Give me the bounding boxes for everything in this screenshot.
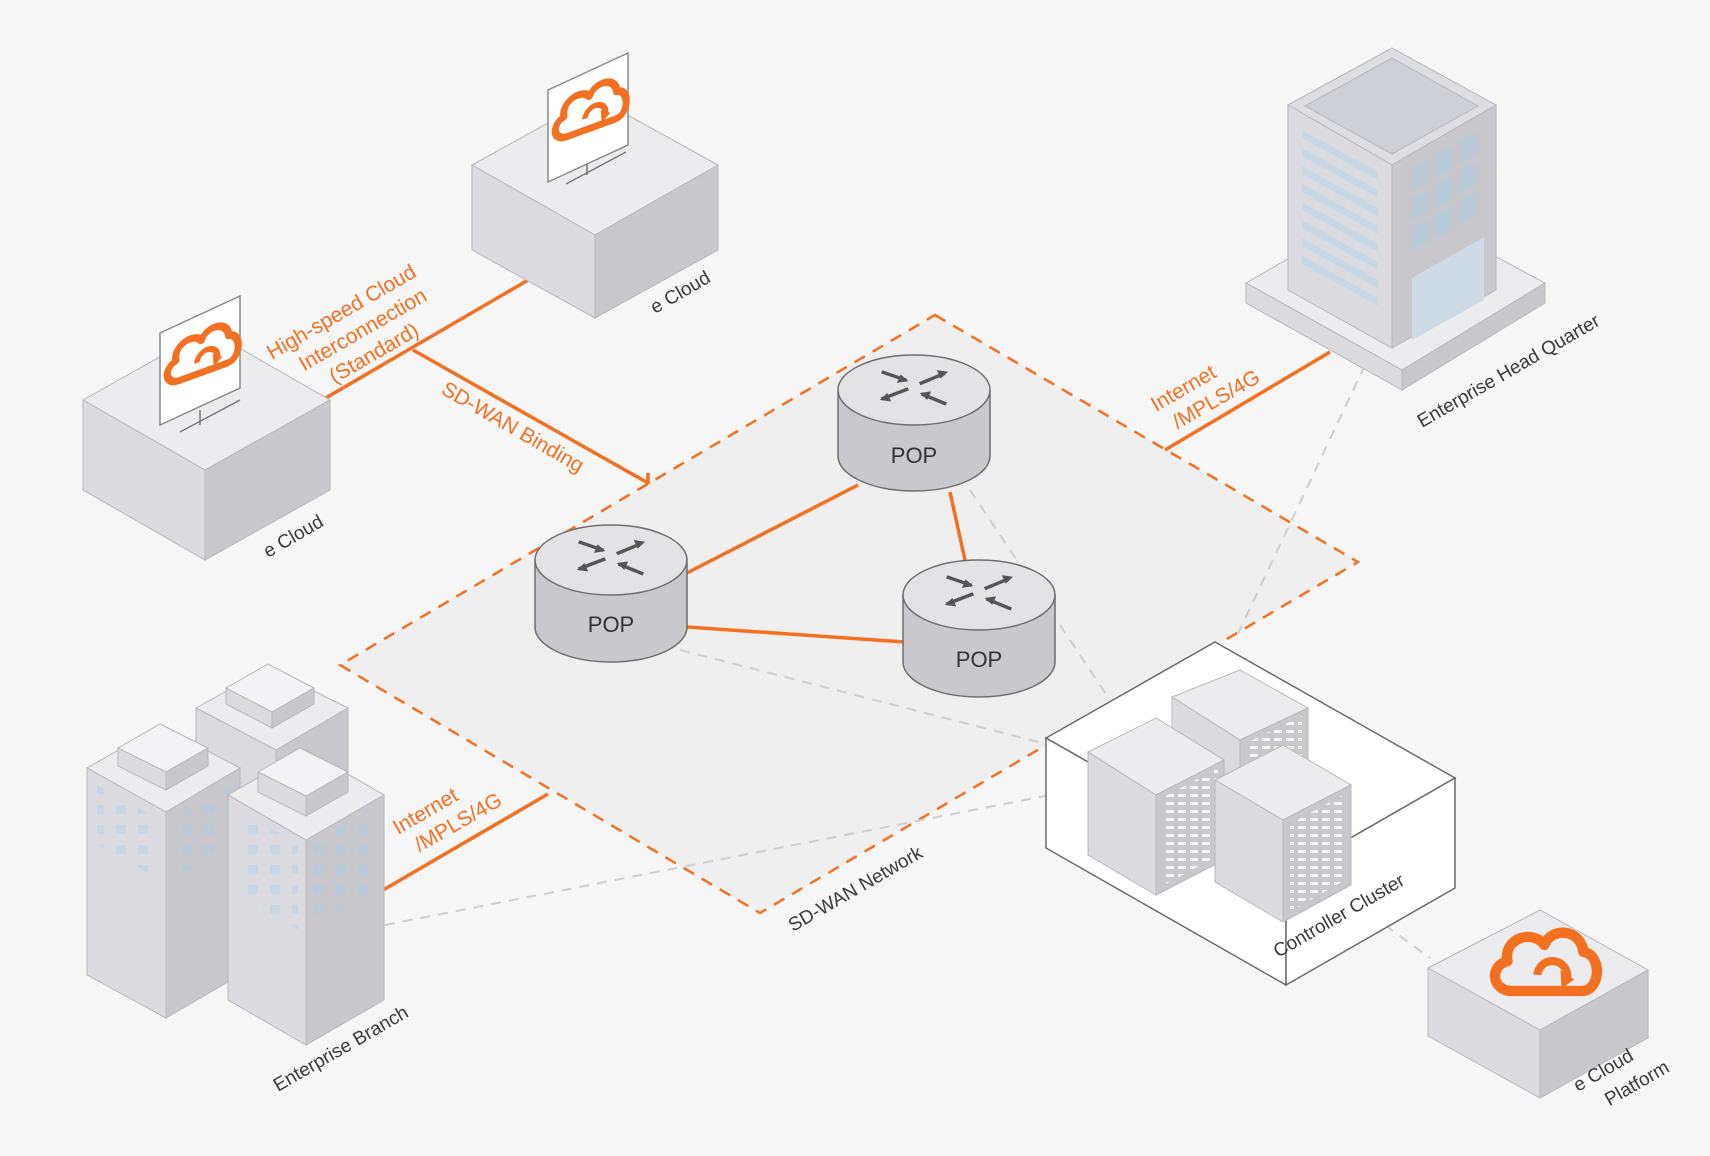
ecloud-top (470, 51, 720, 319)
pop-node-1: POP (534, 524, 688, 663)
pop-label: POP (956, 647, 1002, 672)
ecloud-left (81, 294, 332, 561)
ecloud-platform (1426, 909, 1650, 1099)
branch-link-label: Internet /MPLS/4G (389, 784, 506, 857)
cloud-interconnect-links (311, 274, 1331, 895)
controller-cluster (1044, 641, 1457, 987)
pop-label: POP (891, 443, 937, 468)
enterprise-hq-building (1244, 47, 1547, 391)
pop-links (686, 483, 967, 644)
pop-label: POP (588, 612, 634, 637)
pop-node-3: POP (902, 559, 1056, 698)
enterprise-branch-buildings (85, 663, 386, 1046)
pop-node-2: POP (837, 354, 991, 492)
sdwan-binding-label: SD-WAN Binding (438, 377, 588, 477)
